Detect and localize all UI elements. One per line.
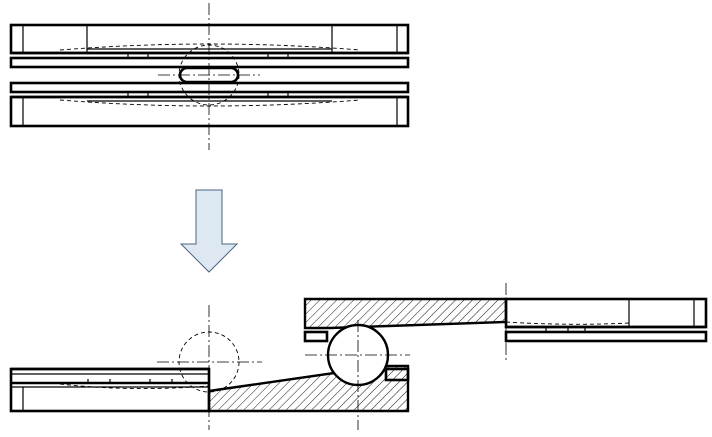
- lower-plate: [9, 81, 410, 128]
- bottom-assembly: [9, 283, 708, 430]
- down-arrow-icon: [179, 189, 239, 273]
- ghost-roller: [157, 305, 262, 430]
- top-assembly: [9, 3, 410, 150]
- upper-plate: [9, 23, 410, 69]
- wedge-roller: [305, 320, 410, 430]
